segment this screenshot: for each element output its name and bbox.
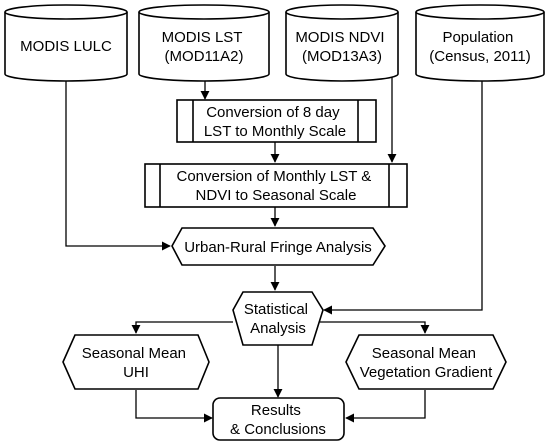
edges	[65, 75, 483, 423]
label-line: Statistical	[244, 301, 308, 318]
label-line: & Conclusions	[230, 421, 326, 438]
label-line: Conversion of Monthly LST &	[177, 168, 372, 185]
node-seasonal-mean-uhi-label: Seasonal Mean UHI	[82, 345, 190, 381]
node-modis-lst-label: MODIS LST (MOD11A2)	[162, 29, 247, 65]
label-line: (MOD11A2)	[165, 48, 244, 65]
label-line: (Census, 2011)	[429, 48, 530, 65]
edge-mean-uhi-to-results	[135, 390, 213, 423]
node-seasonal-mean-vegetation-label: Seasonal Mean Vegetation Gradient	[360, 345, 493, 381]
label-line: UHI	[123, 364, 149, 381]
node-conversion-seasonal-label: Conversion of Monthly LST & NDVI to Seas…	[177, 168, 376, 204]
node-urban-rural-fringe: Urban-Rural Fringe Analysis	[171, 227, 386, 266]
label-line: Vegetation Gradient	[360, 364, 493, 381]
node-statistical-analysis-label: Statistical Analysis	[244, 301, 312, 337]
node-population: Population (Census, 2011)	[415, 4, 545, 82]
label-line: LST to Monthly Scale	[204, 123, 346, 140]
edge-statistical-to-mean-uhi	[131, 321, 233, 334]
node-statistical-analysis: Statistical Analysis	[232, 291, 324, 346]
node-modis-ndvi: MODIS NDVI (MOD13A3)	[285, 4, 399, 82]
node-seasonal-mean-uhi: Seasonal Mean UHI	[62, 334, 210, 390]
node-conversion-seasonal: Conversion of Monthly LST & NDVI to Seas…	[144, 163, 408, 208]
label-line: Seasonal Mean	[372, 345, 476, 362]
node-conversion-monthly-label: Conversion of 8 day LST to Monthly Scale	[204, 104, 346, 140]
node-urban-rural-fringe-label: Urban-Rural Fringe Analysis	[184, 239, 372, 256]
edge-lulc-to-urban-rural	[65, 75, 171, 251]
edge-population-to-statistical	[323, 75, 483, 315]
edge-statistical-to-mean-vegetation	[320, 321, 430, 334]
node-modis-lulc-label: MODIS LULC	[20, 38, 112, 55]
node-modis-lst: MODIS LST (MOD11A2)	[138, 4, 270, 82]
node-conversion-monthly: Conversion of 8 day LST to Monthly Scale	[176, 99, 377, 143]
edge-mean-vegetation-to-results	[345, 390, 426, 423]
label-line: MODIS LST	[162, 29, 243, 46]
node-population-label: Population (Census, 2011)	[429, 29, 530, 65]
label-line: Seasonal Mean	[82, 345, 186, 362]
node-modis-ndvi-label: MODIS NDVI (MOD13A3)	[295, 29, 388, 65]
label-line: NDVI to Seasonal Scale	[196, 187, 357, 204]
node-results-conclusions: Results & Conclusions	[212, 397, 345, 441]
node-results-conclusions-label: Results & Conclusions	[230, 402, 326, 438]
label-line: MODIS LULC	[20, 38, 112, 55]
label-line: Population	[442, 29, 513, 46]
label-line: Results	[251, 402, 301, 419]
label-line: MODIS NDVI	[295, 29, 384, 46]
node-modis-lulc: MODIS LULC	[4, 4, 128, 82]
label-line: Urban-Rural Fringe Analysis	[184, 239, 372, 256]
label-line: Conversion of 8 day	[206, 104, 340, 121]
label-line: (MOD13A3)	[302, 48, 382, 65]
label-line: Analysis	[250, 320, 306, 337]
node-seasonal-mean-vegetation: Seasonal Mean Vegetation Gradient	[345, 334, 507, 390]
